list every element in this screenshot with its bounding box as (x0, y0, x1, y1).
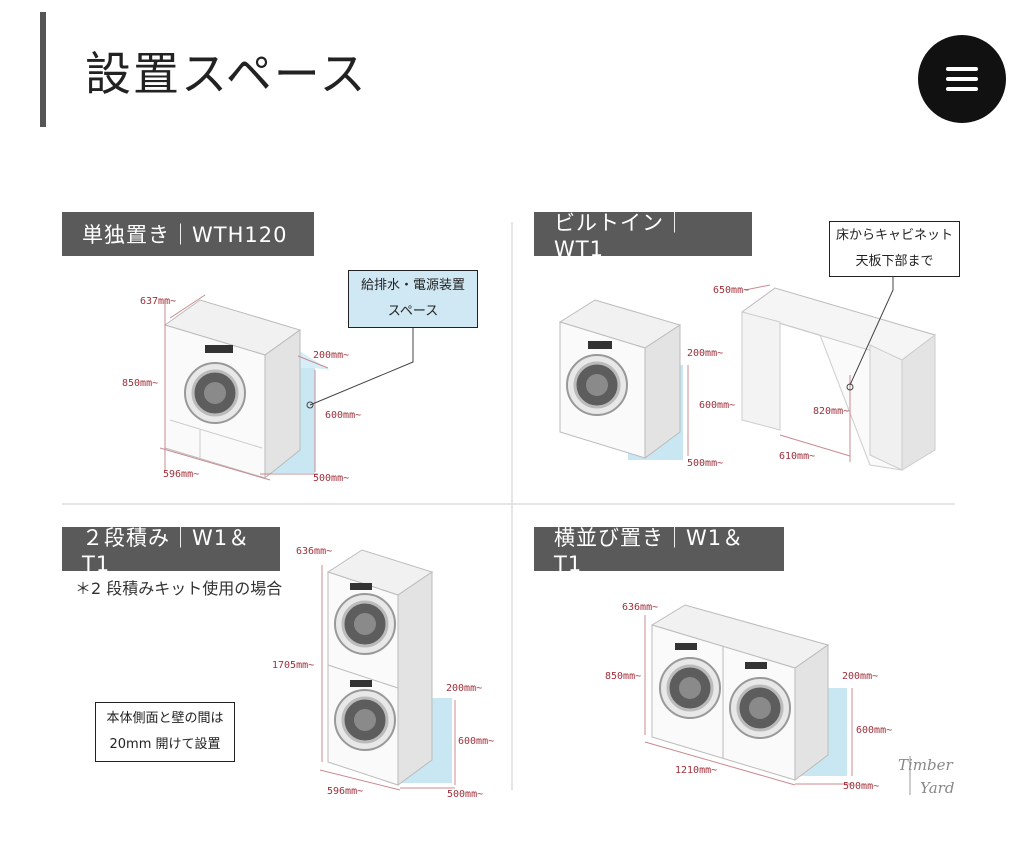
title-accent-bar (40, 12, 46, 127)
dim-space-h-4: 600mm~ (856, 725, 892, 736)
callout-side-clearance: 本体側面と壁の間は 20mm 開けて設置 (95, 702, 235, 762)
tag-side-by-side: 横並び置き｜W1＆T1 (534, 526, 784, 576)
dim-height-4: 850mm~ (605, 671, 641, 682)
menu-button[interactable] (918, 35, 1006, 123)
dim-height-3: 1705mm~ (272, 660, 314, 671)
dim-gap-2: 200mm~ (687, 348, 723, 359)
dim-width-4: 1210mm~ (675, 765, 717, 776)
builtin-illustration (558, 275, 937, 471)
stacked-illustration (319, 549, 456, 791)
dim-depth-2: 650mm~ (713, 285, 749, 296)
hamburger-icon (946, 67, 978, 91)
callout-utility-space: 給排水・電源装置 スペース (348, 270, 478, 328)
callout-cabinet-line2: 天板下部まで (855, 254, 934, 269)
callout-utility-line2: スペース (387, 304, 439, 319)
dim-depth-3: 636mm~ (296, 546, 332, 557)
dim-gap-3: 200mm~ (446, 683, 482, 694)
callout-cabinet-line1: 床からキャビネット (835, 228, 953, 243)
callout-clearance-line1: 本体側面と壁の間は (106, 711, 224, 726)
page-title: 設置スペース (85, 47, 368, 101)
callout-cabinet-height: 床からキャビネット 天板下部まで (829, 221, 960, 277)
dim-space-h-2: 600mm~ (699, 400, 735, 411)
callout-utility-line1: 給排水・電源装置 (360, 278, 465, 293)
dim-cab-w-2: 610mm~ (779, 451, 815, 462)
dim-space-w-2: 500mm~ (687, 458, 723, 469)
dim-width-1: 596mm~ (163, 469, 199, 480)
tag-builtin: ビルトイン｜WT1 (534, 211, 752, 261)
tag-stacked: ２段積み｜W1＆T1 (62, 526, 280, 576)
dim-cab-h-2: 820mm~ (813, 406, 849, 417)
callout-clearance-line2: 20mm 開けて設置 (109, 737, 221, 752)
dim-space-w-4: 500mm~ (843, 781, 879, 792)
side-by-side-illustration (644, 604, 853, 786)
dim-gap-1: 200mm~ (313, 350, 349, 361)
tag-standalone: 単独置き｜WTH120 (62, 212, 314, 256)
stacked-kit-note: ＊2 段積みキット使用の場合 (75, 579, 283, 598)
dim-space-h-1: 600mm~ (325, 410, 361, 421)
dim-gap-4: 200mm~ (842, 671, 878, 682)
dim-space-w-1: 500mm~ (313, 473, 349, 484)
watermark-line2: Yard (920, 779, 954, 797)
watermark-line1: Timber (898, 756, 954, 774)
dim-space-h-3: 600mm~ (458, 736, 494, 747)
dim-height-1: 850mm~ (122, 378, 158, 389)
dim-depth-4: 636mm~ (622, 602, 658, 613)
dim-depth-1: 637mm~ (140, 296, 176, 307)
dim-space-w-3: 500mm~ (447, 789, 483, 800)
standalone-illustration (159, 294, 414, 481)
dim-width-3: 596mm~ (327, 786, 363, 797)
